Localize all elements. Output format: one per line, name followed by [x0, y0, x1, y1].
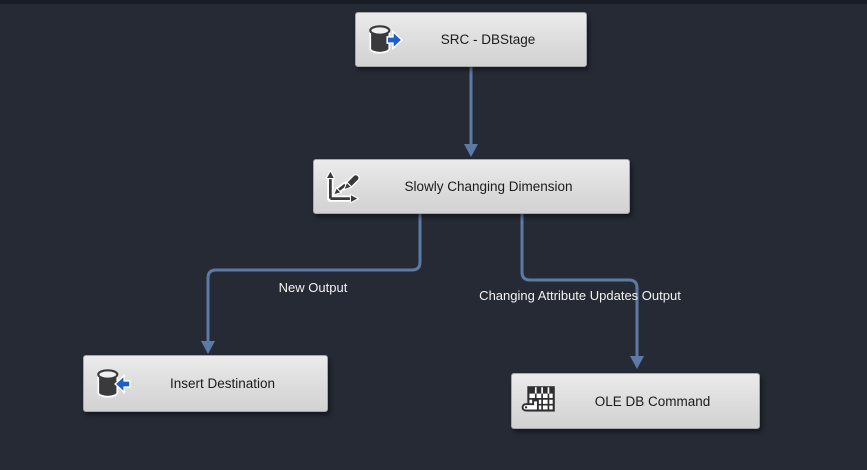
database-destination-icon: [92, 364, 132, 404]
edge-scd-to-ole-db-command[interactable]: [520, 214, 644, 369]
scd-axes-pencil-icon: [322, 167, 362, 207]
node-label: OLE DB Command: [594, 393, 711, 409]
table-command-icon: [520, 381, 560, 421]
node-insert-destination[interactable]: Insert Destination: [83, 355, 328, 412]
node-label: Insert Destination: [169, 376, 276, 391]
edge-scd-to-insert-destination[interactable]: [201, 214, 422, 354]
node-slowly-changing-dimension[interactable]: Slowly Changing Dimension: [313, 159, 630, 214]
database-source-icon: [364, 20, 404, 60]
edge-label-new-output: New Output: [278, 280, 348, 295]
edge-src-to-scd[interactable]: [464, 67, 478, 157]
node-src-dbstage[interactable]: SRC - DBStage: [355, 12, 587, 67]
edge-label-changing-attribute-updates-output: Changing Attribute Updates Output: [479, 288, 681, 303]
node-ole-db-command[interactable]: OLE DB Command: [511, 373, 760, 429]
top-border: [0, 0, 867, 4]
node-label: Slowly Changing Dimension: [404, 179, 573, 194]
node-label: SRC - DBStage: [440, 32, 536, 47]
